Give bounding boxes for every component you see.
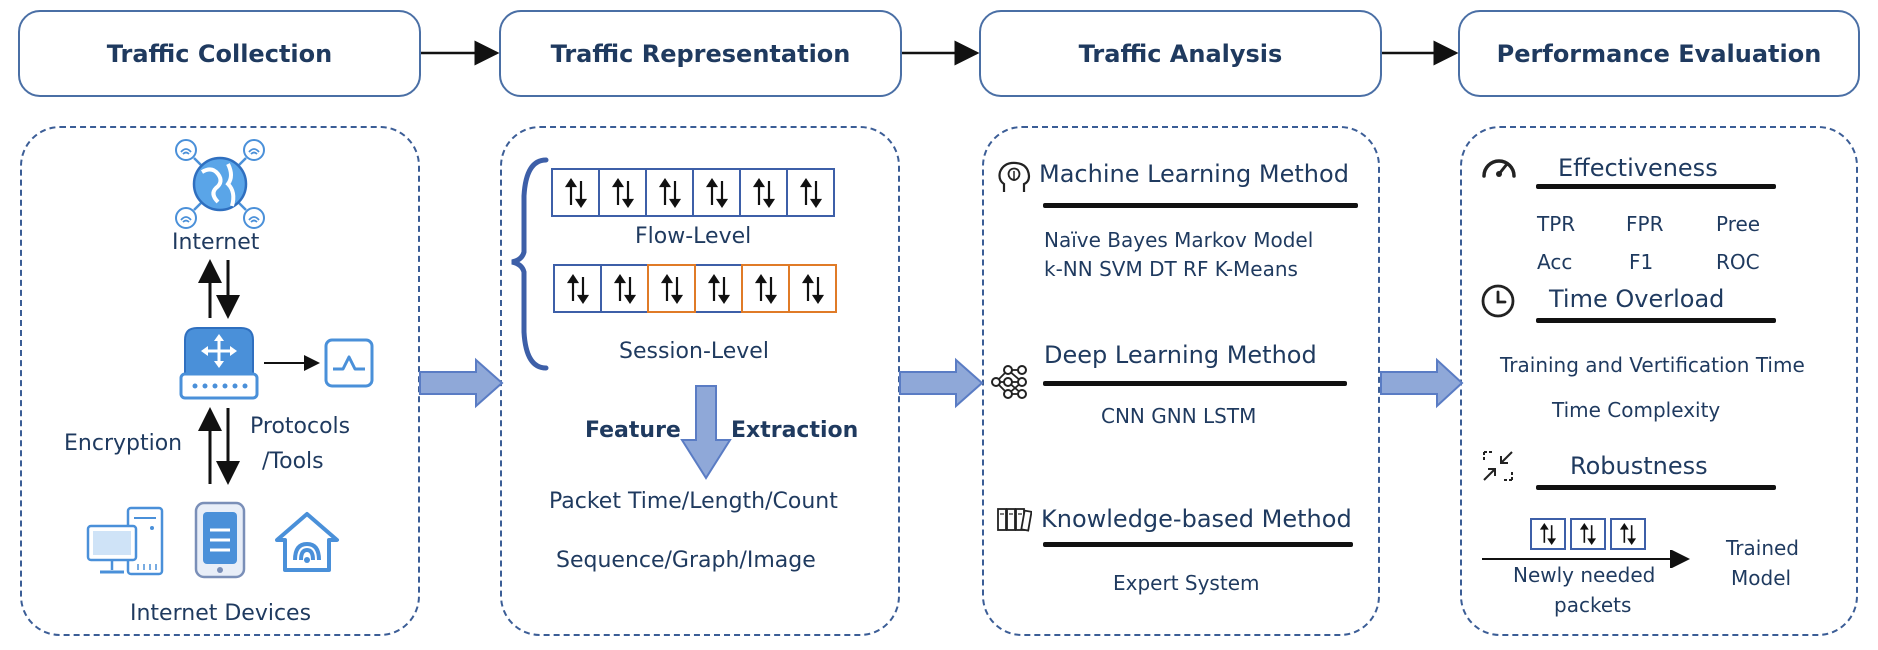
flow-arrow-1 <box>419 357 504 409</box>
bracket-brace <box>511 157 549 371</box>
panel-traffic-analysis <box>982 126 1380 636</box>
packet-cell <box>692 168 741 217</box>
gauge-icon <box>1482 159 1516 178</box>
monitor-icon <box>324 338 374 388</box>
packet-cell-highlighted <box>741 264 790 313</box>
trained-model-line2: Model <box>1731 566 1792 590</box>
effectiveness-title: Effectiveness <box>1558 154 1718 182</box>
internet-label: Internet <box>172 230 260 255</box>
header-label: Performance Evaluation <box>1496 39 1822 68</box>
flow-arrow-2 <box>899 357 984 409</box>
packet-cell <box>1530 518 1566 550</box>
packet-cell <box>551 168 600 217</box>
time-overload-underline <box>1536 318 1776 323</box>
bidirectional-arrows-bottom <box>198 407 240 485</box>
protocols-label-line1: Protocols <box>250 414 351 439</box>
shrink-icon <box>1483 451 1513 481</box>
metric-f1: F1 <box>1629 250 1654 274</box>
ml-method-title: Machine Learning Method <box>1039 160 1349 188</box>
packet-cell <box>645 168 694 217</box>
session-level-label: Session-Level <box>619 339 769 364</box>
router-to-monitor-arrow <box>264 355 320 371</box>
header-label: Traffic Representation <box>550 39 851 68</box>
effectiveness-underline <box>1536 184 1776 189</box>
kb-method-underline <box>1043 542 1353 547</box>
protocols-label-line2: /Tools <box>262 449 324 474</box>
header-performance-evaluation: Performance Evaluation <box>1458 10 1860 97</box>
header-traffic-representation: Traffic Representation <box>499 10 902 97</box>
session-level-packet-row <box>553 264 837 313</box>
flow-level-packet-row <box>551 168 835 217</box>
kb-method-line1: Expert System <box>1113 571 1260 595</box>
encryption-label: Encryption <box>64 431 183 456</box>
internet-devices-label: Internet Devices <box>130 601 312 626</box>
feature-label: Feature <box>585 418 681 443</box>
to-trained-model-arrow <box>1482 550 1690 568</box>
header-label: Traffic Collection <box>106 39 333 68</box>
clock-icon <box>1481 284 1515 318</box>
packet-cell <box>694 264 743 313</box>
packet-cell <box>739 168 788 217</box>
packet-cell-highlighted <box>647 264 696 313</box>
packet-cell-highlighted <box>788 264 837 313</box>
header-traffic-collection: Traffic Collection <box>18 10 421 97</box>
smart-home-icon <box>275 512 339 572</box>
ml-method-line1: Naïve Bayes Markov Model <box>1044 228 1314 252</box>
bidirectional-arrows-top <box>198 259 240 319</box>
newly-needed-line1: Newly needed <box>1513 563 1656 587</box>
dl-method-line1: CNN GNN LSTM <box>1101 404 1257 428</box>
newly-needed-packet-row <box>1530 518 1650 550</box>
brain-icon <box>998 161 1031 192</box>
trained-model-line1: Trained <box>1726 536 1799 560</box>
desktop-computer-icon <box>86 506 164 576</box>
time-overload-title: Time Overload <box>1549 285 1725 313</box>
globe-icon <box>175 139 265 229</box>
kb-method-title: Knowledge-based Method <box>1041 505 1352 533</box>
phone-icon <box>194 501 246 579</box>
ml-method-underline <box>1043 203 1358 208</box>
dl-method-title: Deep Learning Method <box>1044 341 1317 369</box>
header-arrows <box>421 40 1459 66</box>
neural-network-icon <box>991 365 1027 399</box>
time-line2: Time Complexity <box>1552 398 1721 422</box>
features-list-line2: Sequence/Graph/Image <box>556 548 816 573</box>
books-icon <box>997 508 1032 532</box>
extraction-label: Extraction <box>731 418 859 443</box>
metric-roc: ROC <box>1716 250 1760 274</box>
dl-method-underline <box>1043 381 1347 386</box>
flow-level-label: Flow-Level <box>635 224 752 249</box>
feature-extraction-arrow <box>680 385 732 480</box>
packet-cell <box>786 168 835 217</box>
header-traffic-analysis: Traffic Analysis <box>979 10 1382 97</box>
flow-arrow-3 <box>1380 357 1464 409</box>
panel-flow-arrows <box>419 357 1464 409</box>
time-line1: Training and Vertification Time <box>1500 353 1805 377</box>
header-label: Traffic Analysis <box>1078 39 1283 68</box>
features-list-line1: Packet Time/Length/Count <box>549 489 838 514</box>
metric-acc: Acc <box>1537 250 1573 274</box>
metric-fpr: FPR <box>1626 212 1664 236</box>
packet-cell <box>1570 518 1606 550</box>
packet-cell <box>598 168 647 217</box>
ml-method-line2: k-NN SVM DT RF K-Means <box>1044 257 1298 281</box>
robustness-underline <box>1536 485 1776 490</box>
metric-tpr: TPR <box>1537 212 1576 236</box>
packet-cell <box>1610 518 1646 550</box>
newly-needed-line2: packets <box>1554 593 1632 617</box>
packet-cell <box>600 264 649 313</box>
packet-cell <box>553 264 602 313</box>
metric-pree: Pree <box>1716 212 1761 236</box>
router-icon <box>179 327 259 400</box>
robustness-title: Robustness <box>1570 452 1708 480</box>
